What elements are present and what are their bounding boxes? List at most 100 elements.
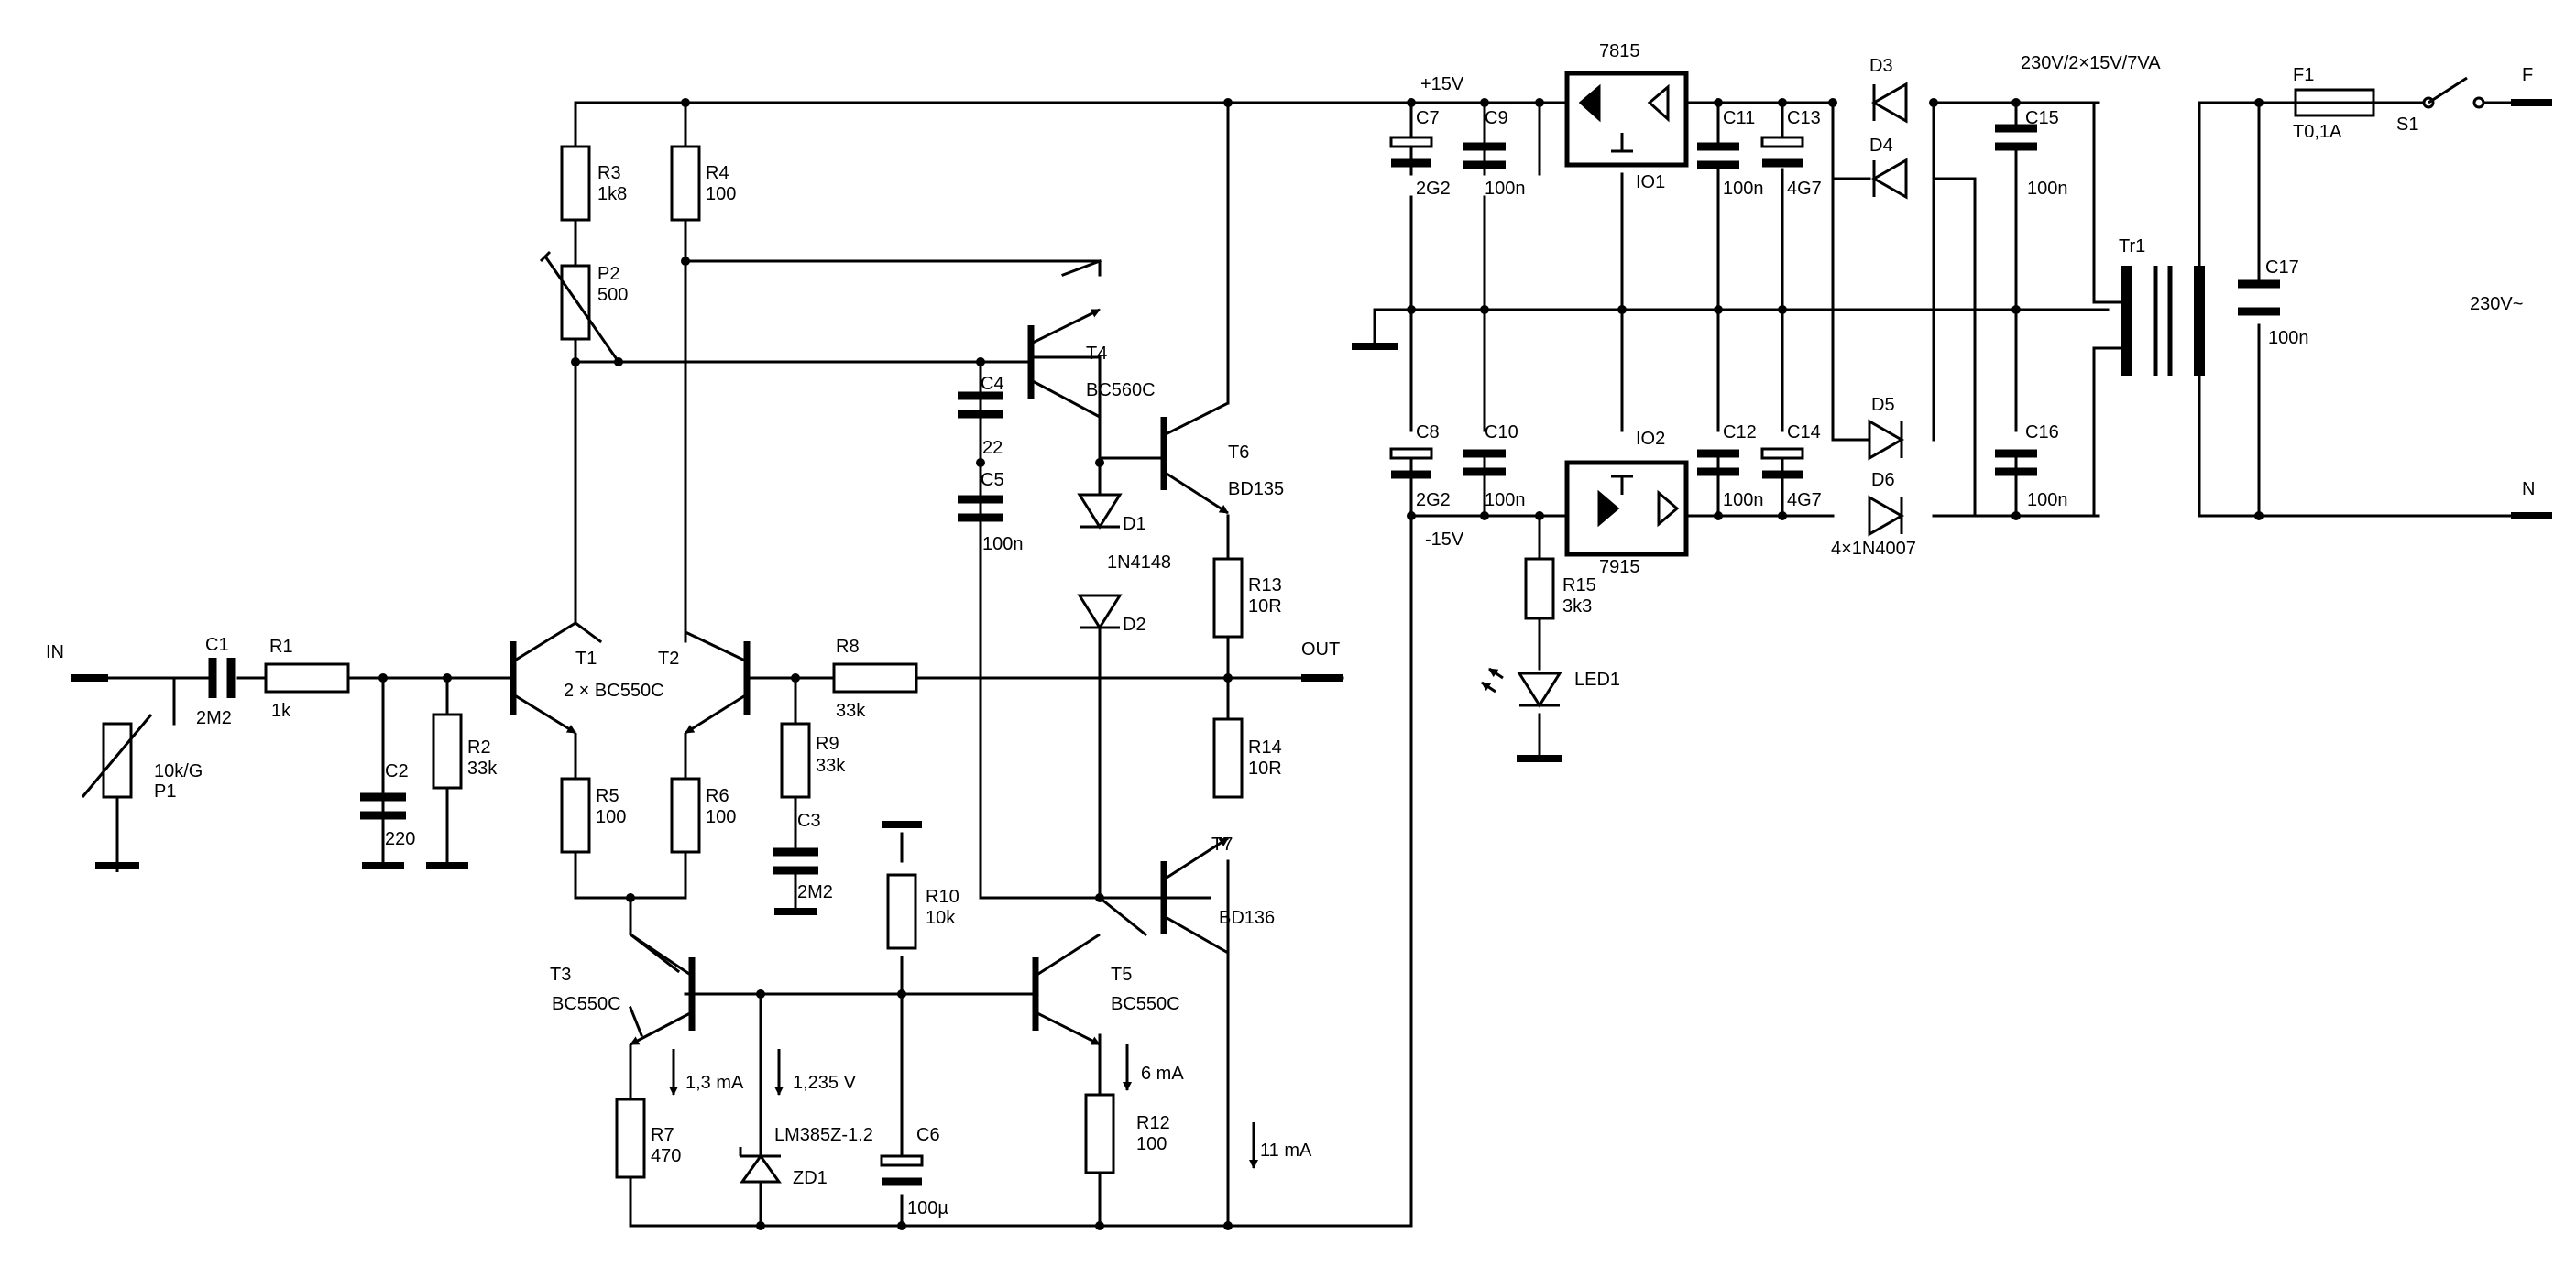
label-c3-val: 2M2	[797, 882, 833, 902]
label-i13: 1,3 mA	[685, 1073, 744, 1093]
label-r4: R4	[706, 163, 729, 183]
led-led1	[1517, 672, 1562, 708]
labels: IN C1 2M2 R1 1k 10k/G P1 C2 220 R2 33k R…	[46, 41, 2535, 1218]
label-in: IN	[46, 642, 64, 662]
label-d5: D5	[1871, 395, 1895, 415]
resistor-r12	[1084, 1093, 1115, 1174]
diode-d6	[1868, 495, 1905, 537]
label-i11: 11 mA	[1260, 1141, 1312, 1161]
components	[71, 71, 2552, 1186]
label-t6: T6	[1228, 442, 1249, 463]
label-t12-val: 2 × BC550C	[564, 681, 664, 701]
transistor-t5	[1032, 933, 1101, 1046]
resistor-r6	[670, 777, 701, 854]
resistor-r7	[615, 1098, 646, 1179]
transformer-tr1	[2121, 266, 2205, 376]
label-c15: C15	[2025, 108, 2059, 128]
label-c7: C7	[1416, 108, 1440, 128]
label-p15: +15V	[1420, 74, 1464, 94]
label-c13-val: 4G7	[1787, 179, 1822, 199]
capacitor-c7	[1389, 136, 1433, 148]
label-i6: 6 mA	[1141, 1064, 1184, 1084]
label-r7-val: 470	[651, 1146, 681, 1166]
label-zd1-type: LM385Z-1.2	[774, 1125, 873, 1145]
label-reg2-type: 7915	[1599, 557, 1640, 577]
label-t2: T2	[658, 649, 679, 669]
label-r4-val: 100	[706, 184, 736, 204]
label-r14: R14	[1248, 737, 1282, 758]
resistor-r15	[1524, 557, 1555, 620]
resistor-r5	[560, 777, 591, 854]
label-c8-val: 2G2	[1416, 490, 1451, 510]
wires	[99, 101, 2531, 1228]
label-t5: T5	[1111, 965, 1132, 985]
label-s1: S1	[2396, 115, 2418, 135]
label-r7: R7	[651, 1125, 674, 1145]
label-m15: -15V	[1425, 530, 1464, 550]
label-t3: T3	[550, 965, 571, 985]
label-c12: C12	[1723, 422, 1757, 442]
label-r8-val: 33k	[836, 701, 866, 721]
label-c1: C1	[205, 635, 229, 655]
label-c13: C13	[1787, 108, 1821, 128]
label-c16: C16	[2025, 422, 2059, 442]
label-c15-val: 100n	[2027, 179, 2068, 199]
label-p1-val: 10k/G	[154, 761, 203, 781]
label-c2-val: 220	[385, 829, 415, 849]
label-r12: R12	[1136, 1113, 1170, 1133]
diode-d1	[1077, 493, 1123, 530]
label-c3: C3	[797, 811, 821, 831]
label-d-val: 4×1N4007	[1831, 539, 1916, 559]
transistor-t4	[1027, 308, 1101, 419]
label-r10: R10	[926, 887, 959, 907]
label-c7-val: 2G2	[1416, 179, 1451, 199]
label-d4: D4	[1869, 136, 1893, 156]
transistor-t6	[1100, 401, 1229, 515]
label-d6: D6	[1871, 470, 1895, 490]
label-c2: C2	[385, 761, 409, 781]
label-c14: C14	[1787, 422, 1821, 442]
label-v1235: 1,235 V	[793, 1073, 857, 1093]
label-c4-val: 22	[982, 438, 1003, 458]
diode-d3	[1870, 82, 1908, 124]
resistor-r8	[832, 662, 918, 694]
diode-d4	[1870, 158, 1908, 200]
label-io1: IO1	[1636, 172, 1665, 192]
diode-d2	[1077, 594, 1123, 630]
label-f1-val: T0,1A	[2293, 122, 2342, 142]
resistor-r14	[1212, 717, 1244, 799]
resistor-r10	[886, 873, 917, 950]
transistor-t1	[510, 621, 577, 779]
label-t4-val: BC560C	[1086, 380, 1156, 400]
label-c6: C6	[916, 1125, 940, 1145]
label-c17: C17	[2265, 257, 2299, 278]
label-c5-val: 100n	[982, 534, 1024, 554]
label-tr1: Tr1	[2119, 236, 2145, 257]
label-t5-val: BC550C	[1111, 994, 1180, 1014]
label-t1: T1	[575, 649, 597, 669]
resistor-r9	[780, 722, 811, 799]
label-d1: D1	[1123, 514, 1146, 534]
label-c16-val: 100n	[2027, 490, 2068, 510]
label-t4: T4	[1086, 344, 1107, 364]
label-mains-f: F	[2522, 65, 2533, 85]
label-d3: D3	[1869, 56, 1893, 76]
resistor-r4	[670, 145, 701, 222]
label-r1: R1	[269, 637, 293, 657]
zener-zd1	[739, 1147, 782, 1184]
label-t3-val: BC550C	[552, 994, 621, 1014]
capacitor-c6	[880, 1154, 924, 1167]
label-c11-val: 100n	[1723, 179, 1764, 199]
label-r10-val: 10k	[926, 908, 956, 928]
label-led1: LED1	[1574, 670, 1620, 690]
label-p2: P2	[597, 264, 619, 284]
label-r15: R15	[1562, 575, 1596, 595]
transistor-t2	[684, 630, 795, 779]
potentiometer-p1	[102, 722, 133, 799]
capacitor-c14	[1760, 447, 1804, 460]
resistor-r13	[1212, 557, 1244, 639]
label-c4: C4	[981, 374, 1004, 394]
label-r5-val: 100	[596, 807, 626, 827]
label-c6-val: 100µ	[907, 1198, 948, 1218]
